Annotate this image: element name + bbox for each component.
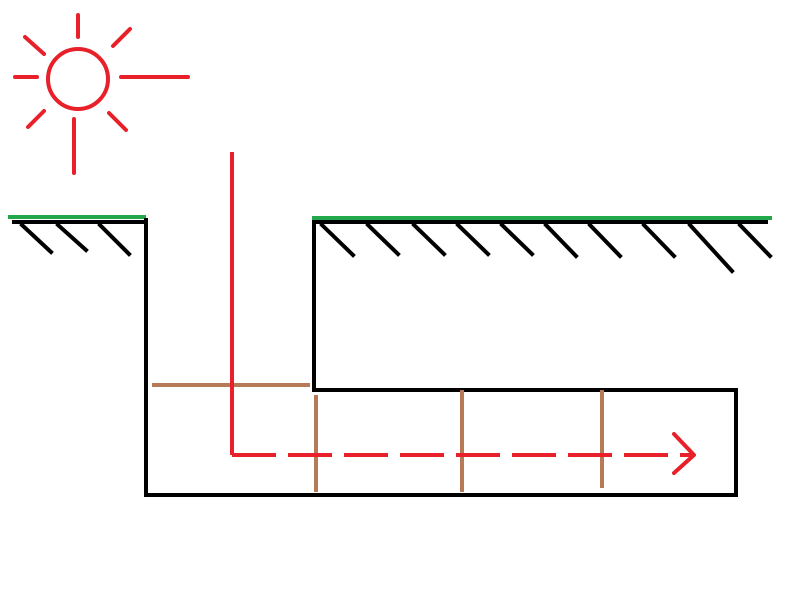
grass-lines <box>8 215 772 220</box>
light-path <box>230 152 696 475</box>
partitions <box>152 383 604 492</box>
ground-structure <box>12 218 773 497</box>
sun-icon <box>13 13 190 175</box>
arrow-head-icon <box>672 432 696 475</box>
